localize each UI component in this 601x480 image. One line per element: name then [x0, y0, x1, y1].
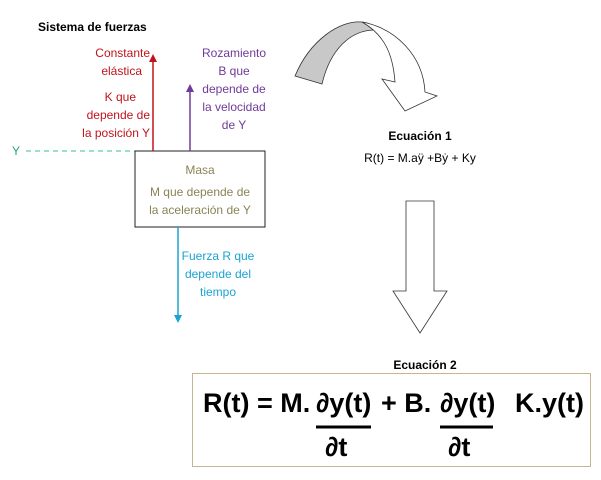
equation2-plus: + B.: [381, 388, 432, 418]
applied-force-label-line: tiempo: [199, 285, 237, 299]
equation1-formula: R(t) = M.aÿ +Bẏ + Ky: [364, 151, 476, 165]
curved-arrow-icon: [361, 21, 439, 112]
spring-label: Constante elástica K que depende de la p…: [60, 44, 150, 142]
equation2-title: Ecuación 2: [393, 358, 457, 372]
friction-label-line: depende de: [202, 82, 266, 96]
spring-label-line: depende de: [86, 108, 150, 122]
mass-box: [134, 150, 266, 228]
applied-force-label-line: Fuerza R que: [181, 249, 255, 263]
friction-label-line: la velocidad: [202, 100, 266, 114]
applied-force-label-line: depende del: [184, 267, 252, 281]
equation2-den2: ∂t: [448, 432, 471, 462]
applied-force-label: Fuerza R que depende del tiempo: [178, 247, 258, 301]
equation2-box: R(t) = M. ∂y(t) + B. ∂y(t) K.y(t) ∂t ∂t: [192, 373, 591, 467]
mass-label-line: M que depende de: [149, 185, 251, 199]
y-axis-label: Y: [12, 144, 21, 158]
friction-arrow-head: [186, 84, 194, 92]
friction-label-line: Rozamiento: [201, 46, 267, 60]
spring-label-line: Constante: [95, 46, 150, 60]
down-arrow-icon: [392, 200, 448, 334]
spring-label-line: la posición Y: [82, 126, 150, 140]
friction-label: Rozamiento B que depende de la velocidad…: [194, 44, 274, 134]
friction-label-line: de Y: [221, 118, 247, 132]
spring-label-line: elástica: [101, 64, 142, 78]
spring-label-line: K que: [104, 90, 136, 104]
curved-arrow-shadow: [294, 21, 377, 85]
mass-label-line: Masa: [185, 163, 215, 177]
diagram-title: Sistema de fuerzas: [38, 20, 147, 34]
mass-label: Masa M que depende de la aceleración de …: [135, 161, 265, 219]
equation2-den1: ∂t: [325, 432, 348, 462]
applied-arrow-head: [174, 315, 182, 323]
mass-label-line: la aceleración de Y: [149, 203, 251, 217]
friction-label-line: B que: [218, 64, 250, 78]
equation2-term3: K.y(t): [515, 388, 584, 418]
spring-arrow-head: [149, 54, 157, 62]
equation2-term1: ∂y(t): [316, 388, 372, 418]
equation1-title: Ecuación 1: [388, 129, 452, 143]
equation2-term2: ∂y(t): [440, 388, 496, 418]
equation2-lhs: R(t) = M.: [203, 388, 311, 418]
